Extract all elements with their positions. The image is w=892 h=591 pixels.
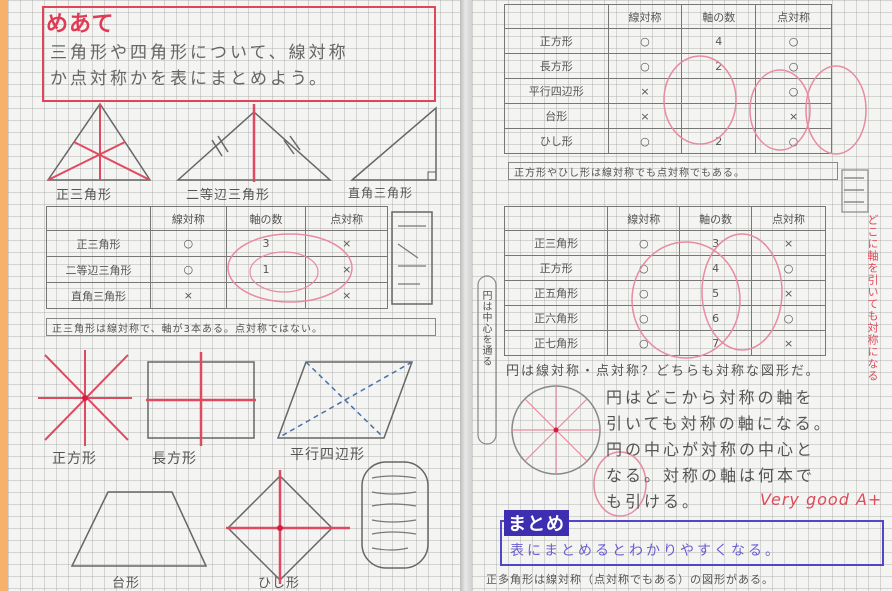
circle-explanation-line-5: も引ける。: [606, 492, 702, 511]
label-isosceles-triangle: 二等辺三角形: [186, 188, 271, 203]
table-header: 点対称: [755, 4, 832, 29]
table-cell-shape: 正七角形: [503, 330, 609, 356]
trapezoid-drawing: [70, 491, 208, 567]
table-header: 線対称: [149, 206, 227, 231]
circle-explanation-line-2: 引いても対称の軸になる。: [606, 414, 833, 433]
square-with-axes-drawing: [38, 350, 132, 446]
table-header: 点対称: [305, 206, 388, 231]
table-cell-axes: [225, 282, 307, 309]
left-symmetry-table: 線対称 軸の数 点対称 正三角形 ○ 3 × 二等辺三角形 ○ 1 × 直角三角…: [46, 206, 388, 309]
matome-box: [500, 520, 884, 566]
table-header: 線対称: [607, 206, 681, 231]
meate-heading: めあて: [46, 12, 115, 37]
rectangle-with-axes-drawing: [146, 352, 256, 446]
margin-vertical-note-right: どこに軸を引いても対称になる: [866, 214, 879, 382]
label-parallelogram: 平行四辺形: [290, 447, 365, 463]
table-cell-point: ○: [755, 128, 832, 154]
right-top-table: 線対称 軸の数 点対称 正方形 ○ 4 ○ 長方形 ○ 2 ○ 平行四辺形 × …: [504, 4, 832, 154]
circle-explanation-line-4: なる。対称の軸は何本で: [606, 466, 816, 485]
isosceles-triangle-drawing: [176, 104, 332, 182]
table-header: 点対称: [751, 206, 826, 231]
right-regular-polygon-table: 線対称 軸の数 点対称 正三角形 ○ 3 × 正方形 ○ 4 ○ 正五角形 ○ …: [503, 206, 826, 356]
right-triangle-drawing: [349, 106, 437, 181]
circle-explanation-line-3: 円の中心が対称の中心と: [606, 440, 816, 459]
matome-heading: まとめ: [504, 510, 569, 536]
table-cell-shape: 二等辺三角形: [46, 256, 151, 283]
table-cell-line: ×: [607, 78, 683, 104]
table-cell-line: ×: [149, 282, 227, 309]
table-cell-shape: 正三角形: [503, 230, 609, 256]
label-equilateral-triangle: 正三角形: [56, 188, 113, 203]
label-rectangle: 長方形: [152, 451, 197, 467]
margin-doodles: [477, 169, 869, 517]
table-cell-point: ×: [751, 280, 826, 306]
table-header: 軸の数: [681, 4, 757, 29]
red-circle-annotations: [631, 55, 867, 359]
matome-text: 表にまとめるとわかりやすくなる。: [510, 543, 782, 559]
table-header: 軸の数: [225, 206, 307, 231]
table-cell-line: ○: [607, 255, 681, 281]
label-trapezoid: 台形: [112, 576, 141, 591]
meate-text-line-1: 三角形や四角形について、線対称: [50, 43, 349, 63]
table-cell-shape: 正六角形: [503, 305, 609, 331]
margin-vertical-note-left: 円は中心を通る: [480, 290, 491, 367]
rhombus-drawing: [226, 470, 350, 584]
small-sketch-drawing: [391, 211, 433, 305]
left-table-note-box: [46, 318, 436, 336]
footer-text: 正多角形は線対称（点対称でもある）の図形がある。: [486, 573, 774, 586]
table-cell-axes: 2: [681, 128, 757, 154]
notebook-spine: [460, 0, 472, 591]
circle-question-text: 円は線対称・点対称？どちらも対称な図形だ。: [506, 364, 821, 379]
table-cell-shape: 正方形: [504, 28, 609, 54]
table-cell-axes: 1: [225, 256, 307, 283]
right-table-note-box: [508, 162, 838, 180]
label-square: 正方形: [52, 451, 97, 467]
right-table-note: 正方形やひし形は線対称でも点対称でもある。: [514, 168, 745, 179]
table-cell-line: ○: [607, 305, 681, 331]
circle-explanation-line-1: 円はどこから対称の軸を: [606, 388, 815, 407]
meate-text-line-2: か点対称かを表にまとめよう。: [50, 69, 329, 89]
table-cell-line: ○: [607, 280, 681, 306]
table-cell-point: ○: [751, 305, 826, 331]
left-table-note: 正三角形は線対称で、軸が3本ある。点対称ではない。: [52, 324, 323, 335]
table-cell-point: ×: [755, 103, 832, 129]
teacher-comment: Very good A+: [760, 490, 883, 509]
parallelogram-drawing: [276, 361, 414, 439]
table-cell-shape: 正三角形: [46, 230, 151, 257]
table-cell-line: ○: [607, 330, 681, 356]
table-cell-axes: 7: [679, 330, 753, 356]
label-right-triangle: 直角三角形: [348, 186, 414, 200]
table-cell-point: ×: [751, 330, 826, 356]
table-cell-shape: 平行四辺形: [504, 78, 609, 104]
equilateral-triangle-drawing: [46, 102, 152, 181]
table-cell-axes: [681, 78, 757, 104]
table-cell-shape: ひし形: [504, 128, 609, 154]
meate-box: [42, 6, 436, 102]
circle-diagram: [511, 385, 601, 475]
table-cell-shape: 直角三角形: [46, 282, 151, 309]
table-cell-line: ○: [607, 128, 683, 154]
table-cell-point: ○: [755, 78, 832, 104]
table-cell-point: ○: [755, 28, 832, 54]
table-cell-line: ○: [607, 230, 681, 256]
label-rhombus: ひし形: [258, 576, 301, 591]
scribble-note-drawing: [361, 461, 429, 569]
